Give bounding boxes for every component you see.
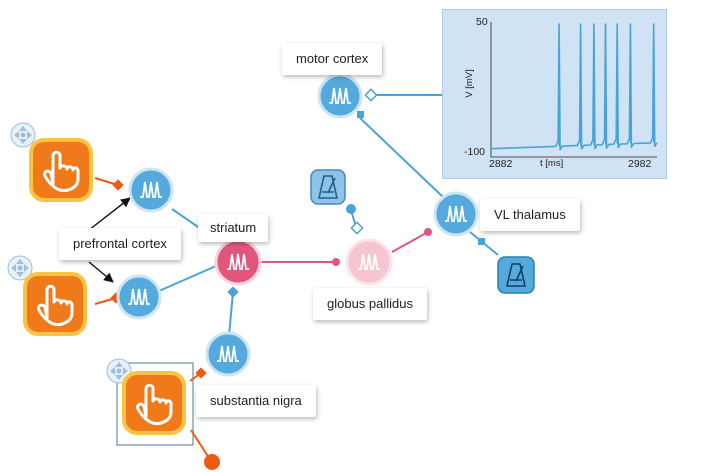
plot-axes bbox=[490, 22, 657, 158]
endpoint-dot bbox=[346, 204, 356, 214]
spike-train-icon bbox=[217, 345, 239, 362]
spike-train-icon bbox=[329, 87, 351, 104]
label-motor-cortex: motor cortex bbox=[282, 43, 383, 75]
voltage-plot: 50 -100 V [mV] 2882 t [ms] 2982 bbox=[442, 9, 667, 179]
endpoint-square bbox=[478, 238, 485, 245]
endpoint-dot bbox=[332, 258, 340, 266]
recorder-right[interactable] bbox=[497, 256, 535, 294]
label-substantia-nigra: substantia nigra bbox=[196, 385, 316, 417]
x-tick-right: 2982 bbox=[628, 158, 652, 170]
endpoint-dot bbox=[204, 454, 220, 470]
neuron-globus-pallidus[interactable] bbox=[345, 238, 393, 286]
neuron-substantia-nigra[interactable] bbox=[205, 331, 251, 377]
label-globus-pallidus: globus pallidus bbox=[313, 288, 428, 320]
recorder-left[interactable] bbox=[310, 169, 346, 205]
hand-pointer-icon bbox=[43, 150, 80, 192]
y-tick-top: 50 bbox=[476, 16, 488, 28]
selection-box bbox=[116, 362, 194, 446]
metronome-icon bbox=[506, 263, 526, 287]
neuron-motor-cortex[interactable] bbox=[317, 73, 363, 119]
pallidus-thalamus-connection bbox=[391, 231, 429, 253]
connection-endpoints bbox=[110, 88, 485, 470]
neuron-vl-thalamus[interactable] bbox=[433, 191, 479, 237]
stimulator-middle[interactable] bbox=[23, 272, 87, 336]
endpoint-square bbox=[112, 179, 124, 191]
neuron-prefrontal-top[interactable] bbox=[128, 167, 174, 213]
y-tick-bottom: -100 bbox=[464, 146, 486, 158]
hand-pointer-icon bbox=[37, 284, 74, 326]
endpoint-diamond bbox=[364, 88, 378, 102]
endpoint-square bbox=[195, 367, 207, 379]
spike-train-icon bbox=[445, 205, 467, 222]
neuron-prefrontal-bottom[interactable] bbox=[116, 274, 162, 320]
voltage-trace-line bbox=[490, 23, 658, 151]
pfc-arrow-bottom bbox=[88, 261, 114, 283]
spike-train-icon bbox=[227, 253, 249, 270]
label-prefrontal-cortex: prefrontal cortex bbox=[59, 228, 181, 260]
label-vl-thalamus: VL thalamus bbox=[480, 199, 580, 231]
x-axis-label: t [ms] bbox=[540, 158, 564, 169]
metronome-icon bbox=[318, 175, 338, 199]
thalamus-motor-connection bbox=[359, 117, 444, 198]
move-arrows-icon[interactable] bbox=[10, 122, 36, 148]
neuron-striatum[interactable] bbox=[214, 238, 262, 286]
hand-pointer-icon bbox=[136, 383, 173, 425]
endpoint-diamond bbox=[350, 221, 364, 235]
label-striatum: striatum bbox=[198, 214, 269, 242]
x-tick-left: 2882 bbox=[489, 158, 513, 170]
endpoint-square bbox=[357, 111, 364, 118]
spike-train-icon bbox=[358, 253, 380, 270]
pfc2-striatum-connection bbox=[158, 265, 217, 292]
pfc-arrow-top bbox=[88, 197, 131, 231]
move-arrows-icon[interactable] bbox=[7, 255, 33, 281]
endpoint-square bbox=[227, 286, 239, 298]
nigra-striatum-connection bbox=[228, 291, 234, 337]
stimulator-top[interactable] bbox=[29, 138, 93, 202]
stimulator-bottom[interactable] bbox=[122, 371, 186, 435]
endpoint-dot bbox=[424, 228, 432, 236]
spike-train-icon bbox=[128, 288, 150, 305]
spike-train-icon bbox=[140, 181, 162, 198]
voltage-trace-area bbox=[490, 22, 658, 158]
